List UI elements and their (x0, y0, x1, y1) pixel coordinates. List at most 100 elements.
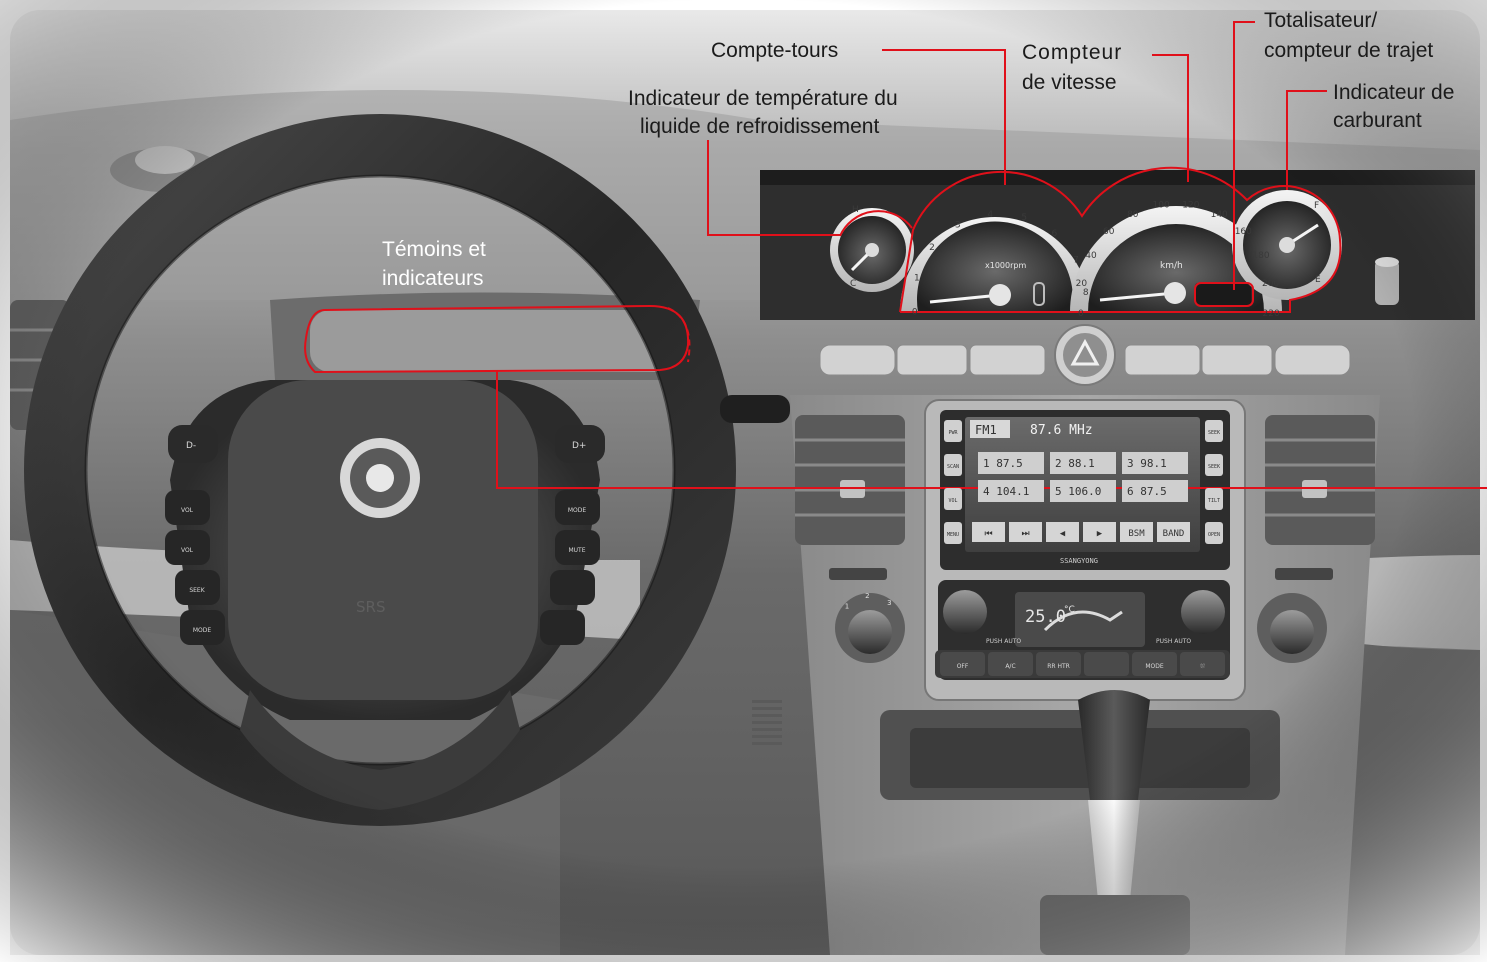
steering-left-label: VOL (181, 507, 194, 514)
radio-control-label: ◀ (1060, 529, 1066, 539)
odometer-outline (1194, 282, 1254, 307)
callout-warning-line2: indicateurs (382, 267, 484, 290)
radio-side-button (944, 488, 962, 510)
steering-left-top: D- (186, 441, 196, 451)
tachometer-tick: 1 (914, 273, 920, 283)
coolant-hot-tick: H (852, 205, 859, 215)
steering-left-label: MODE (193, 627, 212, 634)
fuel-empty-tick: E (1315, 275, 1321, 285)
steering-badge: SRS (356, 598, 385, 616)
leader-odo (1233, 21, 1255, 290)
speedometer-tick: 140 (1211, 210, 1228, 220)
radio-side-button (1205, 454, 1223, 476)
radio-control-label: ▶ (1097, 529, 1103, 539)
climate-button (1036, 652, 1081, 676)
callout-speedometer-line2: de vitesse (1022, 71, 1117, 94)
radio-brand: SSANGYONG (1060, 557, 1098, 565)
radio-side-label: TILT (1208, 498, 1220, 504)
callout-warning-line1: Témoins et (382, 238, 486, 261)
radio-control-button (1157, 522, 1190, 542)
warning-strip-outline (304, 304, 690, 374)
climate-button-label: OFF (957, 663, 969, 670)
climate-button (1180, 652, 1225, 676)
radio-side-button (1205, 522, 1223, 544)
steering-right-top: D+ (572, 441, 586, 451)
climate-button (940, 652, 985, 676)
tachometer-tick: 5 (1021, 213, 1027, 223)
tachometer-tick: 0 (912, 308, 918, 318)
radio-preset-button (978, 480, 1044, 502)
radio-control-label: ⏮ (984, 529, 992, 539)
steering-left-label: SEEK (189, 587, 205, 594)
fan-tick: 1 (845, 603, 849, 611)
radio-control-button (1120, 522, 1153, 542)
cluster-outline (899, 166, 1342, 313)
radio-side-label: SEEK (1208, 464, 1220, 470)
radio-control-label: ⏭ (1021, 529, 1029, 539)
radio-control-label: BSM (1128, 529, 1145, 539)
speedometer-tick: 220 (1263, 309, 1280, 319)
fan-tick: 3 (887, 599, 891, 607)
leader-speed (1152, 54, 1189, 182)
climate-button-label: ⛆ (1200, 663, 1205, 670)
radio-control-button (1046, 522, 1079, 542)
speedometer-tick: 120 (1182, 201, 1199, 211)
coolant-cold-tick: C (850, 279, 856, 289)
radio-band: FM1 (975, 423, 997, 437)
right-knob-label: PUSH AUTO (1156, 638, 1191, 645)
climate-button (988, 652, 1033, 676)
speedometer-tick: 100 (1153, 201, 1170, 211)
radio-control-button (1009, 522, 1042, 542)
speedometer-tick: 0 (1078, 309, 1084, 319)
speedometer-tick: 40 (1085, 251, 1097, 261)
radio-preset-label: 1 87.5 (983, 457, 1023, 470)
fan-tick: 2 (865, 592, 869, 600)
radio-side-button (1205, 420, 1223, 442)
coolant-outline (839, 210, 913, 237)
callout-coolant-line1: Indicateur de température du (628, 87, 898, 110)
callout-speedometer-line1: Compteur (1022, 41, 1123, 64)
left-knob-label: PUSH AUTO (986, 638, 1021, 645)
callout-coolant-line2: liquide de refroidissement (640, 115, 880, 138)
speedometer-tick: 200 (1262, 279, 1279, 289)
radio-side-label: OPEN (1208, 532, 1220, 538)
callout-odometer-line1: Totalisateur/ (1264, 9, 1378, 32)
climate-button-label: MODE (1145, 663, 1164, 670)
callout-tachometer: Compte-tours (711, 39, 839, 62)
radio-preset-button (1122, 452, 1188, 474)
tachometer-unit: x1000rpm (985, 261, 1026, 270)
radio-preset-button (1050, 452, 1116, 474)
speedometer-tick: 180 (1252, 251, 1269, 261)
leader-fuel (1286, 90, 1327, 190)
radio-side-label: PWR (948, 430, 958, 436)
radio-preset-label: 6 87.5 (1127, 485, 1167, 498)
radio-frequency: 87.6 MHz (1030, 423, 1093, 438)
radio-preset-button (978, 452, 1044, 474)
fuel-full-tick: F (1314, 201, 1319, 211)
radio-side-button (944, 420, 962, 442)
radio-side-button (944, 522, 962, 544)
speedometer-tick: 20 (1076, 279, 1088, 289)
radio-preset-label: 5 106.0 (1055, 485, 1101, 498)
radio-preset-label: 3 98.1 (1127, 457, 1167, 470)
radio-control-button (972, 522, 1005, 542)
climate-button (1132, 652, 1177, 676)
callout-fuel-line2: carburant (1333, 109, 1422, 132)
climate-button (1084, 652, 1129, 676)
radio-side-label: MENU (947, 532, 959, 538)
steering-right-label: MODE (568, 507, 587, 514)
tachometer-tick: 7 (1073, 255, 1079, 265)
climate-unit: °C (1064, 605, 1075, 615)
tachometer-tick: 8 (1083, 288, 1089, 298)
climate-temperature: 25.0 (1025, 607, 1066, 627)
callout-odometer-line2: compteur de trajet (1264, 39, 1434, 62)
steering-left-label: VOL (181, 547, 194, 554)
radio-side-label: SCAN (947, 464, 959, 470)
radio-preset-label: 4 104.1 (983, 485, 1029, 498)
tachometer-tick: 3 (955, 221, 961, 231)
